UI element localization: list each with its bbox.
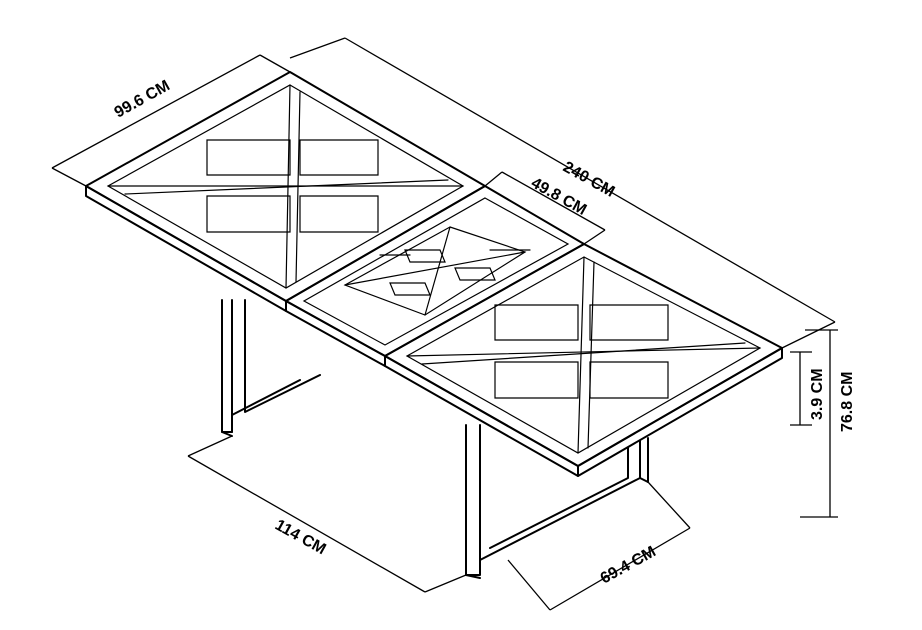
dim-line-76-8 — [800, 329, 838, 518]
dim-line-3-9 — [790, 351, 812, 426]
label-leg-base-depth: 69.4 CM — [598, 543, 659, 587]
label-top-panel-width: 99.6 CM — [112, 77, 173, 121]
right-leg-frame — [465, 424, 649, 579]
dim-line-240 — [289, 37, 836, 349]
table-top — [85, 71, 783, 477]
dim-line-49-8 — [484, 171, 606, 245]
left-leg-frame — [221, 299, 321, 437]
dim-line-99-6 — [51, 54, 291, 187]
dim-line-114 — [187, 435, 467, 593]
label-leg-base-length: 114 CM — [272, 517, 328, 559]
label-height: 76.8 CM — [839, 372, 856, 432]
dim-line-69-4 — [507, 481, 691, 611]
right-end-panel — [384, 243, 783, 467]
label-top-thickness: 3.9 CM — [809, 368, 826, 420]
left-end-panel — [85, 71, 486, 302]
